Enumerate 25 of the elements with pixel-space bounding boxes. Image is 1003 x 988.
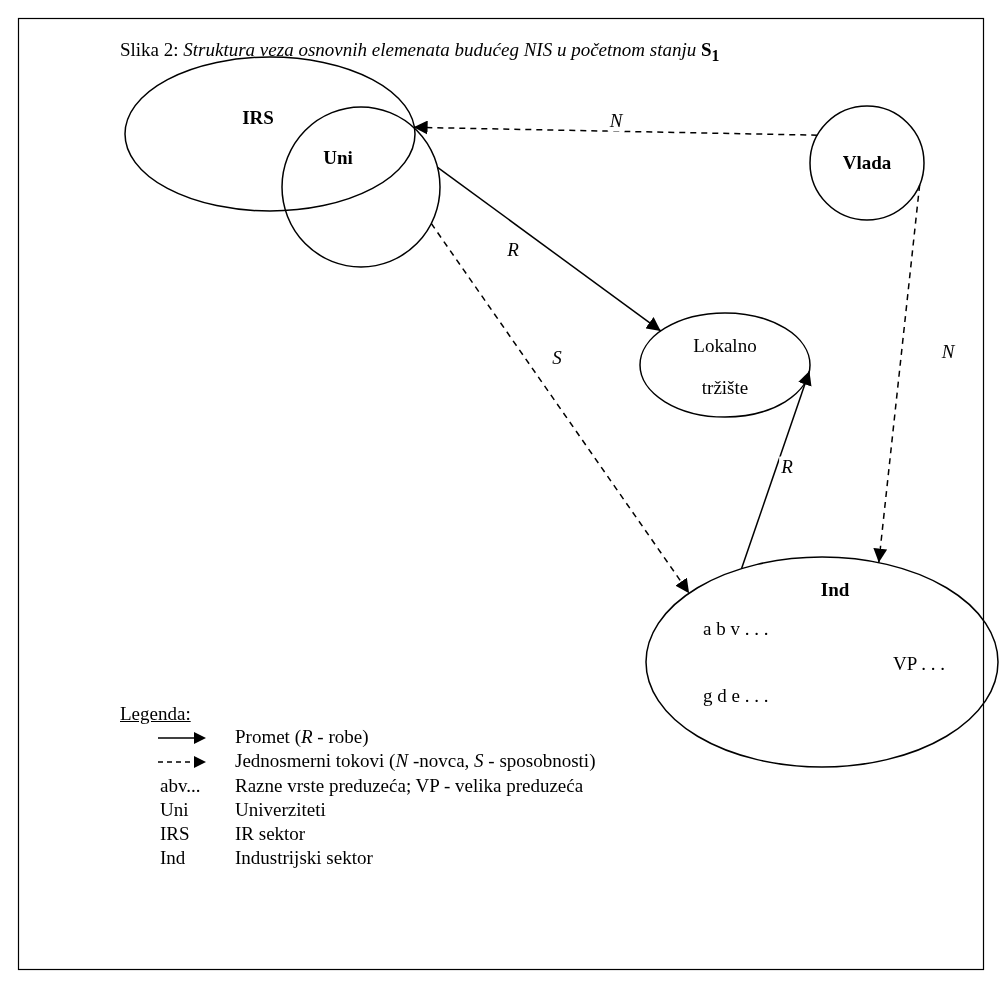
node-label: a b v . . . [703, 619, 769, 640]
node-label: Uni [323, 147, 353, 169]
legend-description: Razne vrste preduzeća; VP - velika preduzeća [235, 776, 584, 797]
arrow [412, 120, 818, 136]
arrow [873, 184, 921, 564]
node-label: Ind [820, 579, 850, 601]
arrow [430, 222, 690, 594]
node-label: VP . . . [893, 654, 946, 675]
legend-key: abv... [160, 776, 201, 797]
legend-key: IRS [160, 824, 190, 845]
legend-key: Ind [160, 848, 186, 869]
legend-key: Uni [160, 800, 189, 821]
figure-title: Slika 2: Struktura veza osnovnih elemenata budućeg NIS u početnom stanju S$_{1}$ [120, 40, 720, 65]
legend-label: Promet (R - robe) [235, 727, 369, 748]
node-label: Vlada [842, 152, 892, 174]
node-label: IRS [242, 107, 274, 129]
legend-description: IR sektor [235, 824, 306, 845]
node-label: g d e . . . [703, 686, 769, 707]
arrow [436, 166, 662, 332]
arrow [740, 370, 812, 570]
legend-label: Jednosmerni tokovi (N -novca, S - sposobnosti) [235, 751, 596, 772]
legend-title: Legenda: [120, 704, 191, 725]
node-label: Lokalno tržište [692, 334, 758, 400]
legend-description: Industrijski sektor [235, 848, 373, 869]
legend-description: Univerziteti [235, 800, 326, 821]
